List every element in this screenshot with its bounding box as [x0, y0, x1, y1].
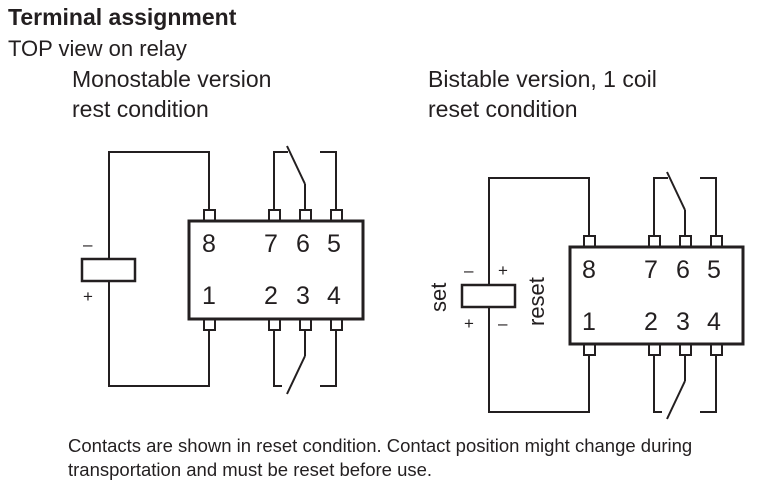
monostable-bottom-contact-no — [320, 330, 337, 387]
bistable-bottom-contact-nc — [653, 355, 662, 413]
monostable-pin-6-label: 6 — [296, 230, 310, 258]
bistable-pin-stub-1 — [583, 343, 596, 356]
bistable-top-contact-arm — [666, 171, 686, 211]
bistable-pin-stub-8 — [583, 235, 596, 248]
monostable-pin-4-label: 4 — [327, 282, 341, 310]
bistable-pin-2-label: 2 — [644, 308, 658, 336]
bistable-set-minus: – — [464, 261, 474, 280]
monostable-pin-stub-4 — [330, 318, 343, 331]
bistable-pin-8-label: 8 — [582, 256, 596, 284]
monostable-coil — [80, 257, 137, 283]
bistable-pin-1-label: 1 — [582, 308, 596, 336]
bistable-pin-5-label: 5 — [707, 256, 721, 284]
monostable-top-contact-nc — [273, 151, 288, 210]
bistable-reset-plus: + — [498, 261, 508, 280]
monostable-coil-wire-bottom — [108, 281, 210, 387]
bistable-coil-wire-top — [488, 177, 590, 285]
monostable-diagram — [80, 145, 365, 395]
monostable-pin-stub-3 — [299, 318, 312, 331]
note-line2: transportation and must be reset before … — [68, 459, 433, 480]
bistable-pin-7-label: 7 — [644, 256, 658, 284]
monostable-coil-minus: – — [83, 235, 93, 254]
bistable-pin-stub-6 — [679, 235, 692, 248]
bistable-pin-stub-7 — [648, 235, 661, 248]
monostable-pin-1-label: 1 — [202, 282, 216, 310]
monostable-pin-5-label: 5 — [327, 230, 341, 258]
bistable-top-contact-no — [700, 177, 717, 236]
monostable-pin-stub-8 — [203, 209, 216, 222]
monostable-pin-stub-1 — [203, 318, 216, 331]
monostable-bottom-contact-nc — [273, 330, 282, 387]
monostable-bottom-contact-arm — [286, 355, 306, 395]
bistable-pin-6-label: 6 — [676, 256, 690, 284]
bistable-coil — [460, 283, 517, 309]
bistable-caption-line2: reset condition — [428, 96, 578, 122]
bistable-coil-wire-bottom — [488, 307, 590, 413]
bistable-set-plus: + — [464, 314, 474, 333]
bistable-pin-3-label: 3 — [676, 308, 690, 336]
bistable-pin-stub-3 — [679, 343, 692, 356]
bistable-caption-line1: Bistable version, 1 coil — [428, 66, 657, 92]
monostable-top-contact-arm — [286, 145, 306, 185]
monostable-pin-stub-7 — [268, 209, 281, 222]
bistable-pin-stub-4 — [710, 343, 723, 356]
note-line1: Contacts are shown in reset condition. C… — [68, 435, 693, 456]
bistable-reset-minus: – — [498, 314, 508, 333]
page-title: Terminal assignment — [8, 4, 237, 30]
monostable-top-contact-no — [320, 151, 337, 210]
monostable-pin-7-label: 7 — [264, 230, 278, 258]
bistable-set-label: set — [426, 283, 451, 312]
monostable-pin-stub-2 — [268, 318, 281, 331]
page-subtitle: TOP view on relay — [8, 36, 187, 61]
monostable-pin-8-label: 8 — [202, 230, 216, 258]
bistable-pin-stub-2 — [648, 343, 661, 356]
bistable-diagram — [460, 171, 745, 420]
monostable-pin-stub-5 — [330, 209, 343, 222]
bistable-bottom-contact-no — [700, 355, 717, 413]
bistable-pin-4-label: 4 — [707, 308, 721, 336]
bistable-bottom-contact-arm — [666, 380, 686, 420]
bistable-top-contact-nc — [653, 177, 668, 236]
monostable-caption-line1: Monostable version — [72, 66, 272, 92]
monostable-coil-wire-top — [108, 151, 210, 259]
monostable-pin-stub-6 — [299, 209, 312, 222]
monostable-pin-2-label: 2 — [264, 282, 278, 310]
bistable-pin-stub-5 — [710, 235, 723, 248]
monostable-caption-line2: rest condition — [72, 96, 209, 122]
monostable-pin-3-label: 3 — [296, 282, 310, 310]
monostable-coil-plus: + — [83, 287, 93, 306]
bistable-reset-label: reset — [524, 277, 549, 326]
